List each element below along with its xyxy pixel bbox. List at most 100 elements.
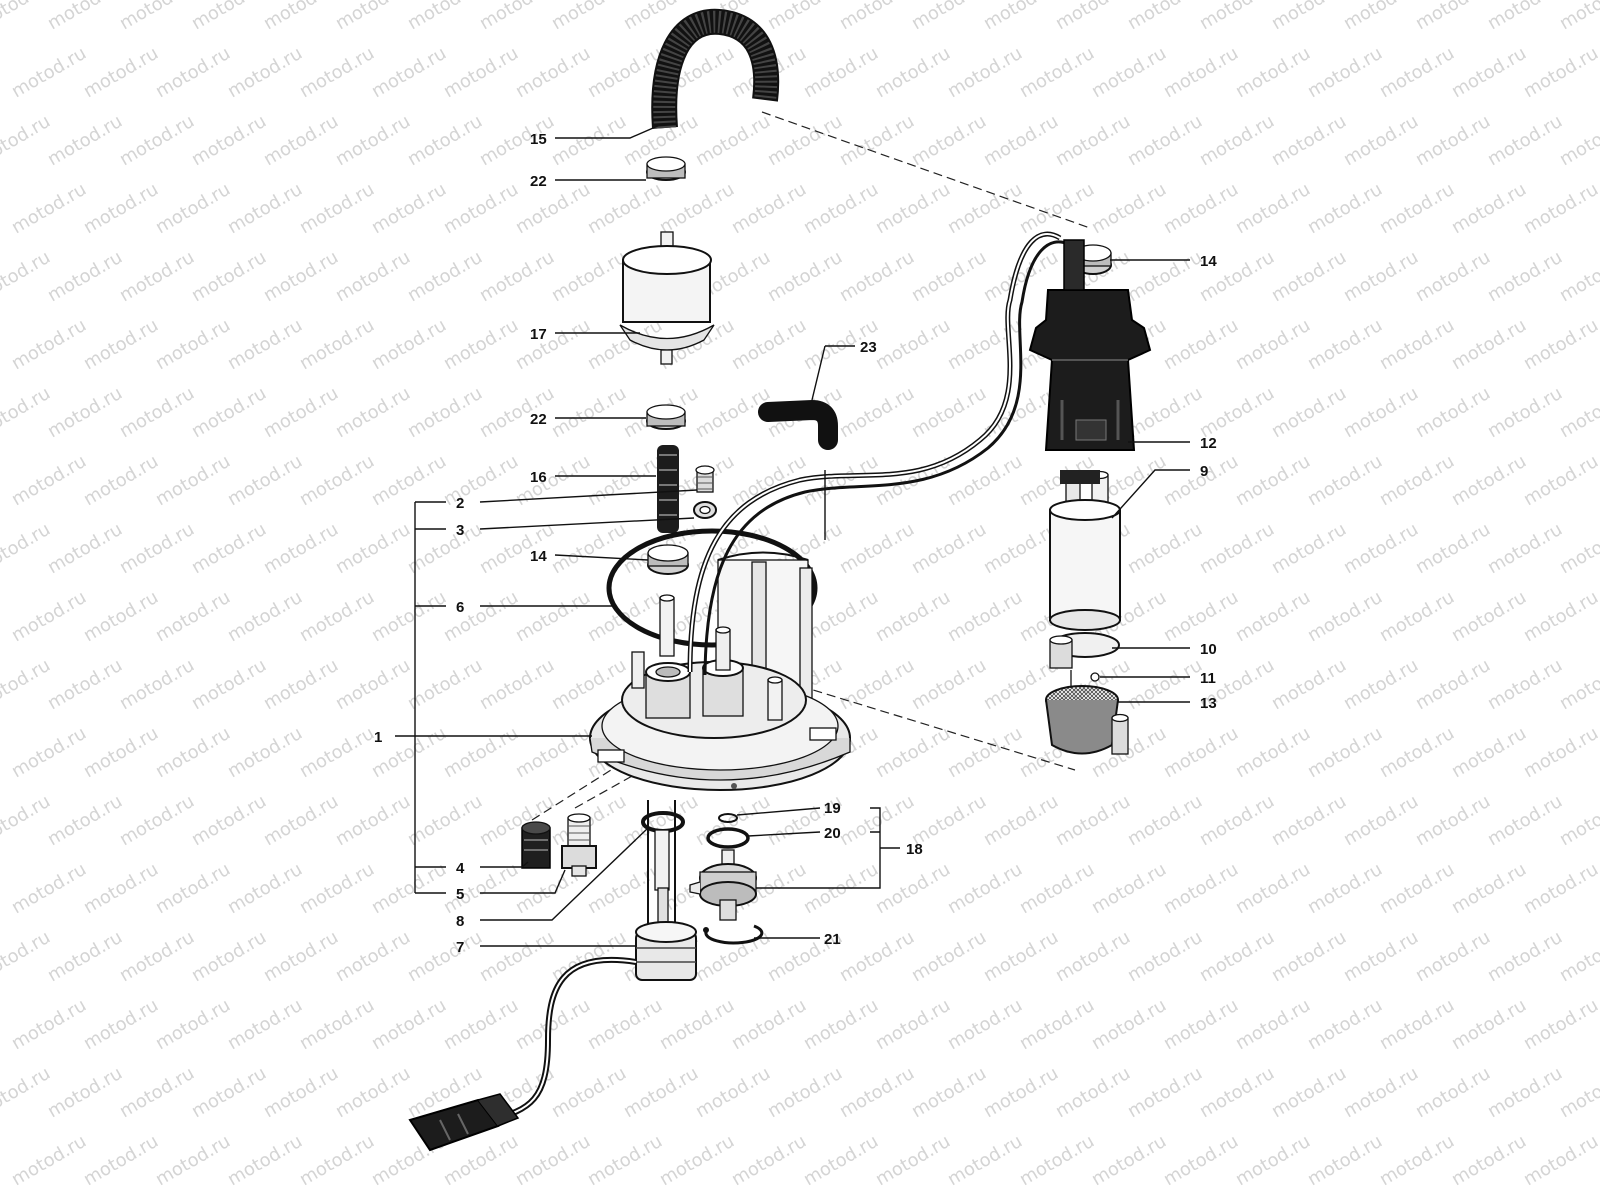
watermark-text: motod.ru [1196,111,1278,170]
watermark-text: motod.ru [1196,1063,1278,1122]
watermark-text: motod.ru [1052,791,1134,850]
watermark-text: motod.ru [116,519,198,578]
watermark-text: motod.ru [0,1063,54,1122]
watermark-text: motod.ru [44,111,126,170]
watermark-text: motod.ru [1196,927,1278,986]
watermark-text: motod.ru [296,315,378,374]
watermark-text: motod.ru [836,655,918,714]
washer-part-3 [693,501,717,519]
watermark-text: motod.ru [1376,1131,1458,1190]
callout-7: 7 [456,939,464,956]
watermark-text: motod.ru [1124,519,1206,578]
callout-13: 13 [1200,695,1217,712]
watermark-text: motod.ru [1340,0,1422,34]
watermark-text: motod.ru [1520,451,1600,510]
watermark-text: motod.ru [116,0,198,34]
watermark-text: motod.ru [1016,43,1098,102]
watermark-text: motod.ru [44,247,126,306]
watermark-text: motod.ru [368,995,450,1054]
watermark-text: motod.ru [764,0,846,34]
watermark-text: motod.ru [1376,859,1458,918]
callout-18: 18 [906,841,923,858]
o-ring-part-19 [718,813,738,823]
callout-8: 8 [456,913,464,930]
watermark-text: motod.ru [8,43,90,102]
watermark-text: motod.ru [8,451,90,510]
watermark-text: motod.ru [332,1063,414,1122]
watermark-text: motod.ru [440,859,522,918]
watermark-text: motod.ru [44,0,126,34]
watermark-text: motod.ru [1124,383,1206,442]
watermark-text: motod.ru [332,111,414,170]
watermark-text: motod.ru [1196,383,1278,442]
callout-labels: 15 22 17 22 16 2 3 14 6 1 4 5 8 7 23 14 … [374,131,1217,956]
watermark-text: motod.ru [1376,43,1458,102]
watermark-text: motod.ru [620,1063,702,1122]
watermark-text: motod.ru [1448,859,1530,918]
watermark-text: motod.ru [980,927,1062,986]
small-part-11 [1070,670,1100,688]
watermark-text: motod.ru [908,111,990,170]
watermark-text: motod.ru [1448,1131,1530,1190]
watermark-text: motod.ru [1124,1063,1206,1122]
watermark-text: motod.ru [1304,587,1386,646]
watermark-text: motod.ru [800,179,882,238]
hose-clamp-part-22-upper [646,156,686,181]
watermark-text: motod.ru [152,1131,234,1190]
watermark-text: motod.ru [1304,315,1386,374]
watermark-text: motod.ru [152,43,234,102]
circlip-part-21 [703,924,764,945]
watermark-text: motod.ru [1304,451,1386,510]
callout-22-lower: 22 [530,411,547,428]
watermark-text: motod.ru [1376,723,1458,782]
watermark-text: motod.ru [8,587,90,646]
watermark-text: motod.ru [512,723,594,782]
watermark-text: motod.ru [260,655,342,714]
watermark-text: motod.ru [1124,0,1206,34]
watermark-text: motod.ru [44,519,126,578]
watermark-text: motod.ru [512,43,594,102]
watermark-text: motod.ru [1196,519,1278,578]
watermark-text: motod.ru [296,1131,378,1190]
callout-5: 5 [456,886,464,903]
watermark-text: motod.ru [944,723,1026,782]
callout-12: 12 [1200,435,1217,452]
watermark-text: motod.ru [0,519,54,578]
watermark-text: motod.ru [476,247,558,306]
watermark-text: motod.ru [332,791,414,850]
callout-11: 11 [1200,670,1216,687]
watermark-text: motod.ru [440,723,522,782]
watermark-text: motod.ru [548,383,630,442]
watermark-text: motod.ru [548,519,630,578]
watermark-text: motod.ru [332,655,414,714]
watermark-text: motod.ru [1304,723,1386,782]
watermark-text: motod.ru [1412,383,1494,442]
watermark-text: motod.ru [800,995,882,1054]
watermark-text: motod.ru [188,655,270,714]
screw-part-2 [695,465,715,493]
watermark-text: motod.ru [368,315,450,374]
watermark-text: motod.ru [80,859,162,918]
watermark-text: motod.ru [80,179,162,238]
watermark-text: motod.ru [1484,111,1566,170]
watermark-text: motod.ru [836,519,918,578]
watermark-text: motod.ru [1340,247,1422,306]
strainer-part-13 [1045,685,1129,755]
watermark-text: motod.ru [908,519,990,578]
watermark-text: motod.ru [8,995,90,1054]
watermark-text: motod.ru [548,1063,630,1122]
watermark-text: motod.ru [476,655,558,714]
plug-part-4 [521,821,551,869]
watermark-text: motod.ru [1484,0,1566,34]
watermark-text: motod.ru [1088,859,1170,918]
watermark-text: motod.ru [188,0,270,34]
watermark-text: motod.ru [260,519,342,578]
watermark-text: motod.ru [512,451,594,510]
watermark-text: motod.ru [44,927,126,986]
watermark-text: motod.ru [872,315,954,374]
watermark-text: motod.ru [116,383,198,442]
watermark-text: motod.ru [944,859,1026,918]
watermark-text: motod.ru [1376,315,1458,374]
watermark-text: motod.ru [1520,315,1600,374]
watermark-text: motod.ru [836,383,918,442]
